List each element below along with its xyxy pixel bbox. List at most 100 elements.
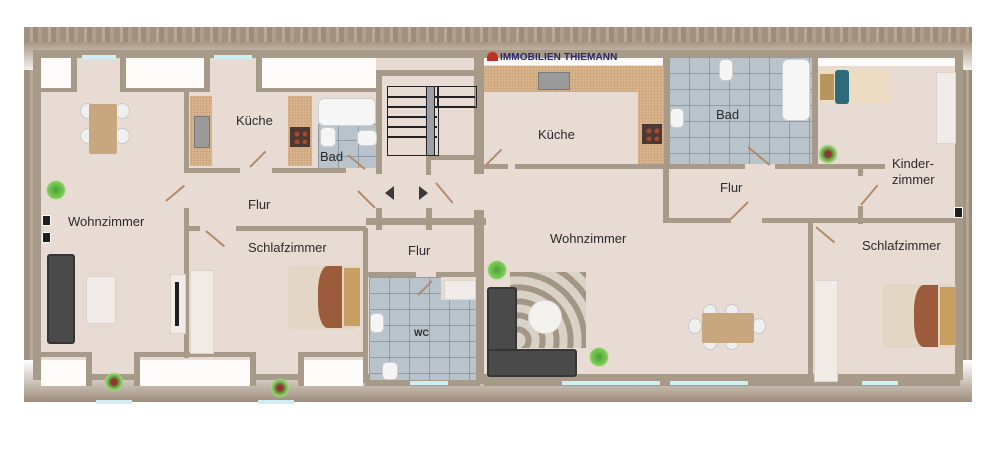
plant-icon xyxy=(818,144,838,164)
stair-step xyxy=(387,116,437,118)
roof-slope-area xyxy=(126,58,204,90)
pillow xyxy=(835,70,849,104)
plant-icon xyxy=(270,378,290,398)
wall xyxy=(663,52,669,222)
window xyxy=(670,381,748,385)
plant-icon xyxy=(104,372,124,392)
wall xyxy=(858,164,863,176)
wall xyxy=(484,164,508,169)
toilet-icon xyxy=(382,362,398,380)
stove-icon xyxy=(290,127,310,147)
wall xyxy=(363,228,368,383)
stair-wall xyxy=(426,155,431,175)
coffee-table xyxy=(86,276,116,324)
switch-icon xyxy=(42,215,51,226)
wall xyxy=(256,54,262,92)
switch-icon xyxy=(954,207,963,218)
stair-step xyxy=(387,136,437,138)
wall xyxy=(134,352,254,357)
wall xyxy=(663,218,731,223)
dining-table xyxy=(89,104,117,154)
wall xyxy=(262,88,376,92)
stair-railing xyxy=(426,86,435,156)
wall xyxy=(71,54,77,92)
stair-wall xyxy=(426,155,480,160)
washbasin-icon xyxy=(670,108,684,128)
wall xyxy=(812,52,818,168)
room-label-bad-left: Bad xyxy=(320,149,344,164)
roof-slope-area xyxy=(818,58,955,66)
brand-name: IMMOBILIEN THIEMANN xyxy=(500,52,618,63)
plant-icon xyxy=(46,180,66,200)
wall xyxy=(184,168,240,173)
roof-slope-area xyxy=(41,58,71,90)
wall xyxy=(808,222,813,384)
room-label-wc: WC xyxy=(414,328,429,338)
washbasin-icon xyxy=(320,127,336,147)
wall xyxy=(438,272,478,277)
plant-icon xyxy=(487,260,507,280)
stair-wall xyxy=(376,70,480,76)
staircase xyxy=(437,86,477,108)
wall xyxy=(663,52,815,57)
wall xyxy=(272,168,346,173)
wall xyxy=(204,54,210,92)
washbasin-icon xyxy=(370,313,384,333)
bed-headboard xyxy=(940,287,956,345)
bed-blanket xyxy=(914,285,938,347)
roof-slope-area xyxy=(41,360,86,386)
wall xyxy=(298,352,364,357)
cabinet xyxy=(444,280,476,300)
wall xyxy=(41,352,91,357)
sink-icon xyxy=(538,72,570,90)
dining-table xyxy=(702,313,754,343)
building-logo-icon xyxy=(487,52,498,61)
wardrobe xyxy=(190,270,214,354)
wall xyxy=(762,218,854,223)
wall xyxy=(184,208,189,228)
window xyxy=(562,381,660,385)
room-label-wohnzimmer-right: Wohnzimmer xyxy=(550,231,627,246)
wall xyxy=(474,54,484,174)
roof-slope-area xyxy=(303,360,363,386)
roof-slope-area xyxy=(262,58,376,90)
bathtub-icon xyxy=(318,98,376,126)
sink-icon xyxy=(194,116,210,148)
wall xyxy=(184,228,189,358)
room-label-schlafzimmer-left: Schlafzimmer xyxy=(248,240,327,255)
stair-wall xyxy=(376,70,382,174)
kitchen-counter xyxy=(484,66,664,92)
wardrobe xyxy=(814,280,838,382)
stair-step xyxy=(387,126,437,128)
window xyxy=(258,400,294,404)
toilet-icon xyxy=(719,59,733,81)
wall xyxy=(368,272,416,277)
wall xyxy=(474,210,484,384)
room-label-kueche-right: Küche xyxy=(538,127,575,142)
sofa-icon xyxy=(47,254,75,344)
tv-icon xyxy=(175,282,179,326)
window xyxy=(214,55,252,59)
bed-headboard xyxy=(344,268,360,326)
window xyxy=(410,381,448,385)
chevron-left-icon xyxy=(385,186,394,200)
bathtub-icon xyxy=(782,59,810,121)
room-label-bad-right: Bad xyxy=(716,107,740,122)
room-label-wohnzimmer-left: Wohnzimmer xyxy=(68,214,145,229)
switch-icon xyxy=(42,232,51,243)
bathroom-tiles xyxy=(669,57,812,164)
kitchen-counter xyxy=(638,66,664,164)
wall xyxy=(515,164,745,169)
room-label-kinderzimmer-l1: Kinder- xyxy=(892,156,934,171)
wall xyxy=(366,218,486,225)
wall xyxy=(184,92,189,172)
wall xyxy=(120,54,126,92)
window xyxy=(96,400,132,404)
room-label-kueche-left: Küche xyxy=(236,113,273,128)
stove-icon xyxy=(642,124,662,144)
wall xyxy=(775,164,885,169)
wardrobe xyxy=(936,72,956,144)
chair-icon xyxy=(688,318,702,334)
staircase xyxy=(387,86,439,156)
wall xyxy=(41,88,71,92)
